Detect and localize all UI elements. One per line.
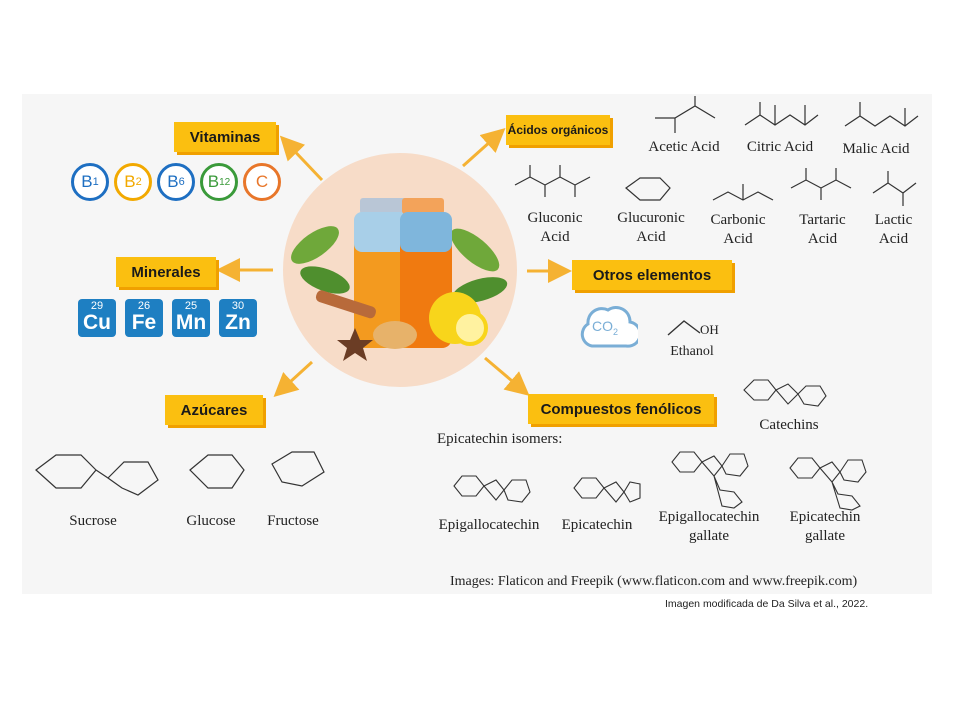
jar-right-top (400, 212, 452, 252)
ethanol-oh-label: OH (700, 322, 719, 337)
image-credits: Images: Flaticon and Freepik (www.flatic… (450, 574, 858, 589)
arrow-vitamins (279, 135, 324, 182)
sucrose-structure (26, 440, 171, 510)
label-organic-acids: Ácidos orgánicos (506, 115, 610, 145)
kombucha-illustration (283, 153, 517, 387)
glucose-structure (180, 440, 250, 510)
lactic-acid-structure (868, 168, 923, 208)
epigallocatechin-label: Epigallocatechin (438, 517, 540, 533)
egcg-structure (668, 440, 758, 510)
glucose-label: Glucose (186, 513, 236, 529)
leaf (450, 228, 500, 272)
cinnamon (315, 290, 376, 319)
label-minerals: Minerales (116, 257, 216, 287)
source-note: Imagen modificada de Da Silva et al., 20… (665, 598, 869, 610)
jar-left-lid (360, 198, 410, 214)
fructose-label: Fructose (267, 513, 319, 529)
acetic-acid-structure (650, 98, 720, 138)
malic-acid-label: Malic Acid (842, 141, 910, 157)
gluconic-acid-structure (510, 165, 600, 201)
co2-cloud-icon (580, 306, 638, 348)
star-anise (337, 328, 373, 361)
label-vitamins: Vitaminas (174, 122, 276, 152)
co2-label: CO2 (592, 318, 619, 337)
catechins-label: Catechins (759, 417, 819, 433)
epigallocatechin-structure (450, 458, 532, 508)
label-other-elements: Otros elementos (572, 260, 732, 290)
ecg-structure (786, 446, 876, 512)
arrow-acids (461, 127, 506, 168)
malic-acid-structure (840, 98, 920, 138)
sucrose-label: Sucrose (69, 513, 117, 529)
jar-right-lid (402, 198, 444, 214)
fructose-structure (262, 442, 342, 502)
citric-acid-label: Citric Acid (746, 139, 814, 155)
epicatechin-isomers-title: Epicatechin isomers: (437, 431, 563, 447)
label-phenolics: Compuestos fenólicos (528, 394, 714, 424)
vitamin-c-icon: C (243, 163, 281, 201)
carbonic-acid-structure (708, 180, 778, 210)
lemon-slice (452, 310, 488, 346)
epicatechin-label: Epicatechin (561, 517, 633, 533)
arrow-phenolics (484, 356, 530, 396)
citric-acid-structure (740, 100, 820, 136)
epicatechin-structure (570, 462, 642, 508)
acetic-acid-label: Acetic Acid (648, 139, 720, 155)
ethanol-structure (667, 320, 701, 336)
ginger (373, 321, 417, 349)
tartaric-acid-structure (786, 168, 864, 204)
ethanol-label: Ethanol (670, 344, 714, 359)
leaf (300, 266, 350, 294)
catechin-structure (740, 366, 830, 412)
arrow-sugars (273, 360, 314, 398)
glucuronic-acid-structure (618, 168, 678, 208)
label-sugars: Azúcares (165, 395, 263, 425)
leaf (291, 226, 339, 264)
